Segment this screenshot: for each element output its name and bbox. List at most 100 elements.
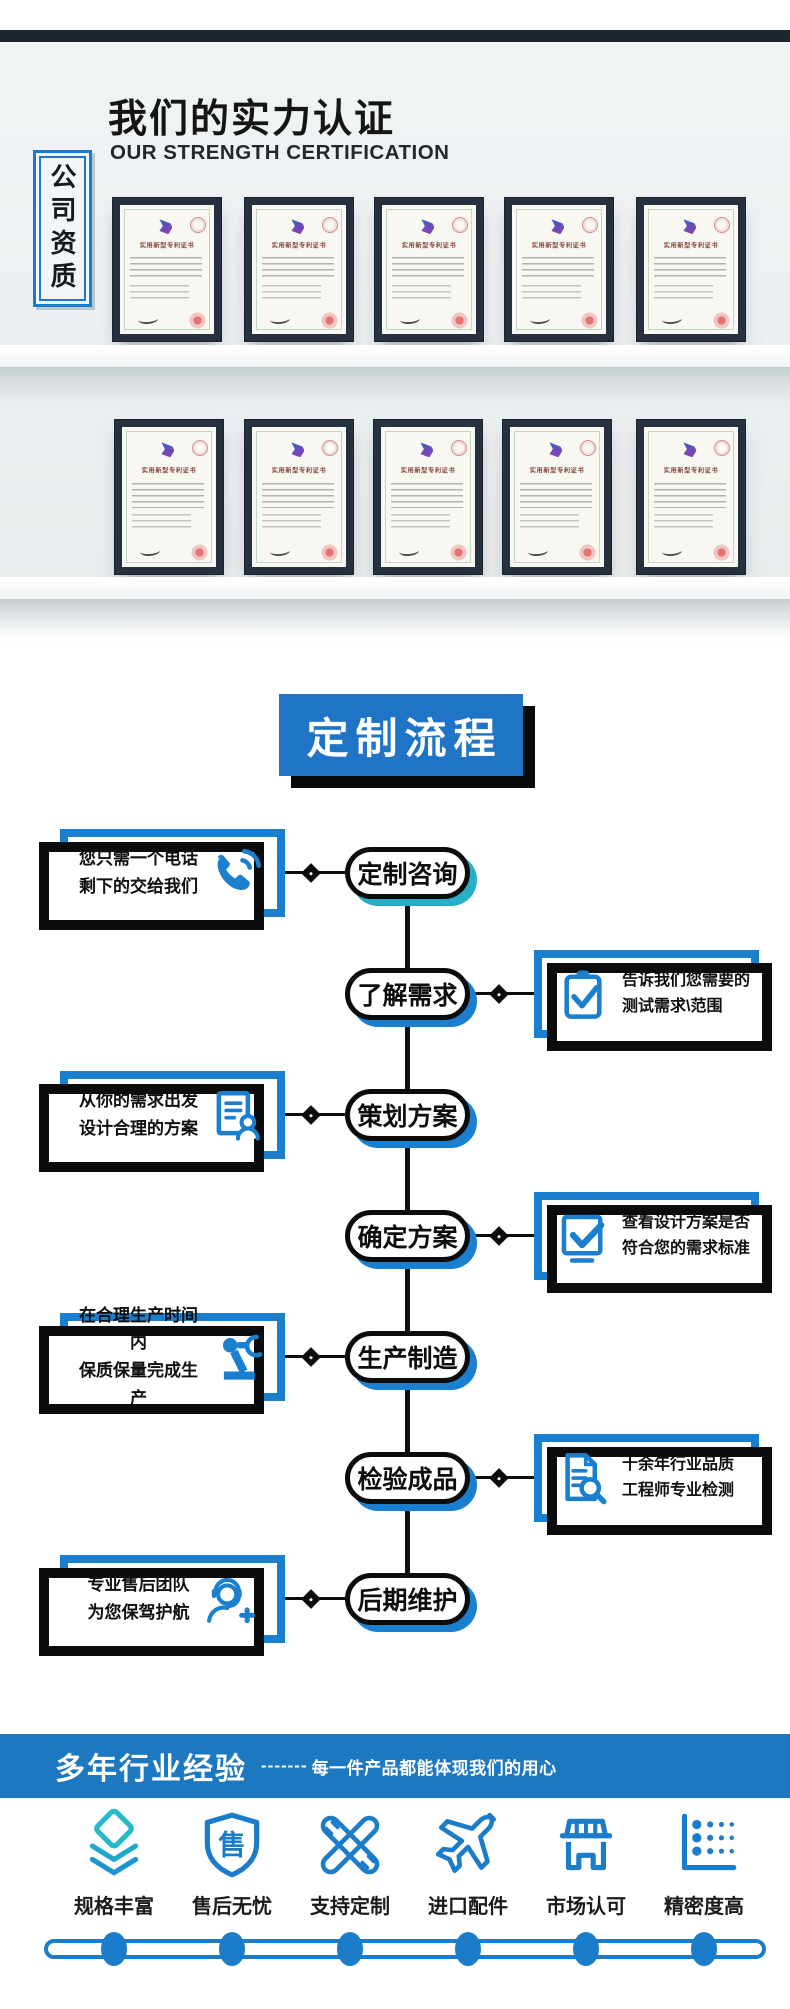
signature — [661, 544, 683, 557]
certificate-title: 实用新型专利证书 — [531, 242, 587, 250]
certificate-text-lines — [132, 483, 204, 509]
seal-icon — [321, 439, 338, 456]
signature — [529, 312, 551, 325]
certificate-text-lines — [392, 256, 464, 280]
feature-item: 市场认可 — [531, 1808, 641, 1919]
red-stamp-icon — [188, 311, 206, 329]
certificate-paper: 实用新型专利证书 — [122, 427, 216, 567]
certificate-text-lines — [520, 513, 579, 532]
certificate-text-lines — [654, 513, 713, 532]
top-dark-strip — [0, 30, 790, 42]
banner-subtitle: 每一件产品都能体现我们的用心 — [311, 1758, 557, 1778]
progress-dot — [455, 1932, 481, 1966]
certificate-title: 实用新型专利证书 — [139, 242, 195, 250]
precision-chart-icon — [681, 1813, 737, 1871]
crossed-tools-icon — [320, 1815, 380, 1875]
step-description-box: 从你的需求出发设计合理的方案 — [39, 1071, 285, 1172]
progress-dot — [337, 1932, 363, 1966]
signature — [269, 544, 291, 557]
feature-label: 进口配件 — [428, 1896, 508, 1918]
certificate-text-lines — [262, 513, 321, 532]
shelf — [0, 345, 790, 403]
seal-icon — [713, 216, 730, 233]
red-stamp-icon — [190, 544, 208, 562]
signature — [398, 544, 420, 557]
progress-dot — [691, 1932, 717, 1966]
step-description-box: 专业售后团队为您保驾护航 — [39, 1555, 285, 1656]
certificate-text-lines — [654, 284, 713, 302]
experience-banner: 多年行业经验 ------- 每一件产品都能体现我们的用心 — [0, 1734, 790, 1798]
shield-char: 售 — [218, 1829, 246, 1860]
company-qualification-tab: 公司资质 — [33, 150, 92, 307]
seal-icon — [581, 216, 598, 233]
shelf — [0, 577, 790, 635]
certificate-paper: 实用新型专利证书 — [381, 427, 475, 567]
signature — [399, 312, 421, 325]
step-description: 您只需一个电话剩下的交给我们 — [79, 849, 198, 896]
patent-logo-icon — [421, 219, 435, 235]
step-description: 从你的需求出发设计合理的方案 — [79, 1091, 198, 1138]
signature — [661, 312, 683, 325]
certificate-text-lines — [654, 256, 726, 280]
certificate-paper: 实用新型专利证书 — [510, 427, 604, 567]
tab-label: 公司资质 — [47, 162, 77, 295]
seal-icon — [321, 216, 338, 233]
certificate-title: 实用新型专利证书 — [141, 467, 197, 475]
section-title: 我们的实力认证 — [108, 98, 396, 141]
progress-track — [44, 1939, 766, 1959]
feature-item: 精密度高 — [649, 1808, 759, 1919]
diamond-marker — [489, 1468, 509, 1488]
certificate-text-lines — [520, 483, 592, 509]
diamond-marker — [301, 863, 321, 883]
certificate-paper: 实用新型专利证书 — [644, 427, 738, 567]
step-description: 专业售后团队为您保驾护航 — [87, 1575, 190, 1622]
diamond-marker — [489, 1226, 509, 1246]
certificate-title: 实用新型专利证书 — [271, 242, 327, 250]
certificate-frame: 实用新型专利证书 — [244, 419, 354, 575]
certificate-text-lines — [262, 256, 334, 280]
progress-dot — [219, 1932, 245, 1966]
certificate-text-lines — [262, 483, 334, 509]
step-description-box: 查看设计方案是否符合您的需求标准 — [534, 1192, 772, 1293]
flow-step-pill: 检验成品 — [345, 1452, 470, 1504]
certificate-paper: 实用新型专利证书 — [512, 205, 606, 334]
certificate-frame: 实用新型专利证书 — [374, 197, 484, 342]
phone-icon — [217, 848, 262, 890]
certificate-text-lines — [391, 483, 463, 509]
seal-icon — [191, 439, 208, 456]
red-stamp-icon — [712, 311, 730, 329]
step-description: 查看设计方案是否符合您的需求标准 — [622, 1214, 751, 1257]
layers-icon — [89, 1808, 139, 1876]
signature — [139, 544, 161, 557]
step-description-box: 告诉我们您需要的测试需求\范围 — [534, 950, 772, 1051]
feature-item: 售 售后无忧 — [177, 1808, 287, 1919]
certificate-title: 实用新型专利证书 — [400, 467, 456, 475]
red-stamp-icon — [580, 311, 598, 329]
certificate-text-lines — [392, 284, 451, 302]
certificate-frame: 实用新型专利证书 — [504, 197, 614, 342]
banner-dashes: ------- — [261, 1756, 308, 1775]
progress-dot — [101, 1932, 127, 1966]
section-subtitle: OUR STRENGTH CERTIFICATION — [110, 141, 450, 164]
step-description: 告诉我们您需要的测试需求\范围 — [622, 972, 751, 1015]
document-search-icon — [565, 1453, 607, 1505]
feature-item: 规格丰富 — [59, 1808, 169, 1919]
feature-label: 售后无忧 — [192, 1896, 272, 1918]
patent-logo-icon — [420, 442, 434, 458]
certificate-title: 实用新型专利证书 — [529, 467, 585, 475]
red-stamp-icon — [320, 311, 338, 329]
seal-icon — [189, 216, 206, 233]
feature-label: 规格丰富 — [74, 1896, 154, 1918]
certificate-text-lines — [522, 256, 594, 280]
certificate-text-lines — [654, 483, 726, 509]
step-description: 十余年行业品质工程师专业检测 — [622, 1456, 735, 1499]
diamond-marker — [301, 1589, 321, 1609]
certificate-title: 实用新型专利证书 — [663, 242, 719, 250]
flow-step-pill: 生产制造 — [345, 1331, 470, 1383]
document-user-icon — [216, 1090, 260, 1141]
feature-item: 支持定制 — [295, 1808, 405, 1919]
certificate-text-lines — [262, 284, 321, 302]
patent-logo-icon — [549, 442, 563, 458]
clipboard-check-icon — [564, 970, 602, 1019]
